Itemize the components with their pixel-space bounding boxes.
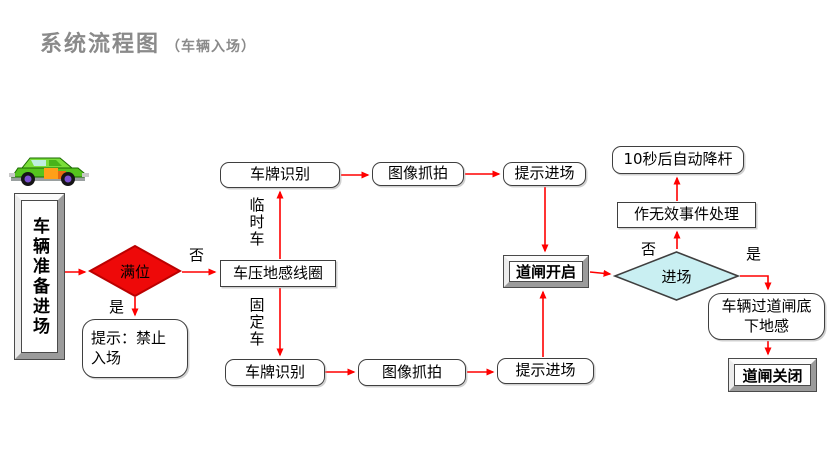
arrow-enter-yes-to-pass-sensor <box>740 275 772 291</box>
node-full-decision: 满位 <box>88 244 182 298</box>
title-main: 系统流程图 <box>40 32 161 57</box>
node-gate-open: 道闸开启 <box>503 255 589 288</box>
label-no-right: 否 <box>641 240 657 258</box>
node-gate-close-label: 道闸关闭 <box>734 364 811 386</box>
node-prompt-entry-bottom-label: 提示进场 <box>515 361 576 380</box>
node-image-capture-bottom-label: 图像抓拍 <box>381 362 442 381</box>
node-plate-recognition-bottom: 车牌识别 <box>225 359 325 386</box>
node-enter-label: 进场 <box>661 267 692 286</box>
node-prompt-entry-bottom: 提示进场 <box>497 358 594 384</box>
node-auto-lower: 10秒后自动降杆 <box>612 146 744 174</box>
node-vehicle-prepare-label: 车辆准备进场 <box>21 200 58 353</box>
label-fixed-car: 固定车 <box>247 297 266 348</box>
node-enter-decision: 进场 <box>613 250 740 302</box>
node-ground-coil: 车压地感线圈 <box>220 260 336 287</box>
node-pass-sensor-line2: 下地感 <box>743 316 789 335</box>
node-prompt-entry-top: 提示进场 <box>503 162 586 186</box>
label-temp-car: 临时车 <box>247 197 266 248</box>
node-plate-recognition-top-label: 车牌识别 <box>249 165 310 184</box>
node-deny-line1: 提示：禁止 <box>91 329 167 347</box>
node-gate-close: 道闸关闭 <box>728 358 817 392</box>
node-pass-sensor-line1: 车辆过道闸底 <box>721 297 812 315</box>
node-image-capture-top-label: 图像抓拍 <box>387 164 448 183</box>
page-title: 系统流程图 （车辆入场） <box>40 26 256 58</box>
label-yes-right: 是 <box>746 245 762 263</box>
node-image-capture-top: 图像抓拍 <box>372 162 464 186</box>
node-invalid-event: 作无效事件处理 <box>617 202 756 228</box>
node-full-label: 满位 <box>119 262 150 281</box>
node-plate-recognition-bottom-label: 车牌识别 <box>244 362 305 381</box>
node-pass-sensor: 车辆过道闸底 下地感 <box>708 293 825 340</box>
node-auto-lower-label: 10秒后自动降杆 <box>623 150 733 169</box>
node-deny-entry: 提示：禁止 入场 <box>82 319 188 378</box>
label-no-left: 否 <box>189 246 205 264</box>
node-prompt-entry-top-label: 提示进场 <box>514 164 575 183</box>
node-image-capture-bottom: 图像抓拍 <box>358 359 466 386</box>
enter-diamond-shape <box>613 251 740 301</box>
node-plate-recognition-top: 车牌识别 <box>220 162 340 188</box>
arrow-gate-open-to-enter <box>589 269 612 277</box>
node-deny-line2: 入场 <box>91 348 122 367</box>
label-yes-left: 是 <box>109 298 125 316</box>
node-ground-coil-label: 车压地感线圈 <box>232 263 323 282</box>
car-icon <box>8 149 90 191</box>
title-sub: （车辆入场） <box>166 39 257 55</box>
node-invalid-event-label: 作无效事件处理 <box>633 205 739 224</box>
full-diamond-shape <box>88 244 182 298</box>
node-vehicle-prepare: 车辆准备进场 <box>14 193 65 360</box>
node-gate-open-label: 道闸开启 <box>509 261 583 282</box>
